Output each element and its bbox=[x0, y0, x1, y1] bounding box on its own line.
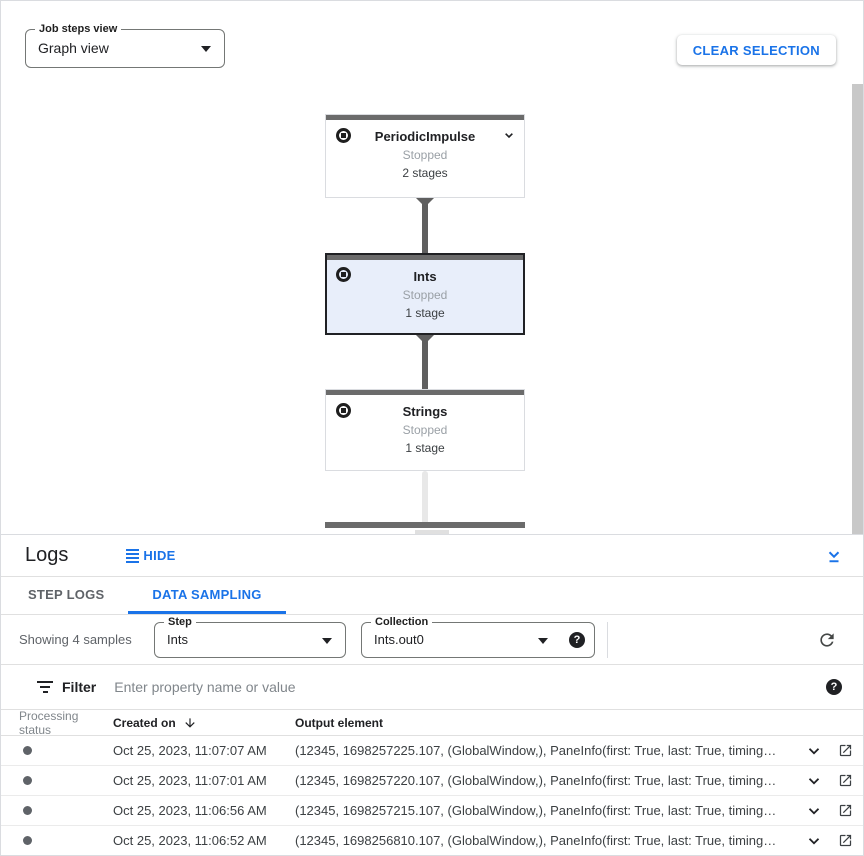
clear-selection-button[interactable]: CLEAR SELECTION bbox=[676, 35, 836, 65]
refresh-samples-icon[interactable] bbox=[817, 630, 837, 650]
created-on-cell: Oct 25, 2023, 11:06:56 AM bbox=[113, 803, 267, 818]
partial-node-fragment bbox=[415, 530, 449, 534]
edge-ints-to-strings bbox=[422, 335, 428, 389]
column-processing-status: Processing status bbox=[19, 708, 79, 737]
graph-node-periodicimpulse[interactable]: PeriodicImpulse Stopped 2 stages bbox=[325, 114, 525, 198]
sample-row[interactable]: Oct 25, 2023, 11:06:56 AM (12345, 169825… bbox=[1, 796, 863, 826]
job-graph-area: Job steps view Graph view CLEAR SELECTIO… bbox=[1, 1, 863, 534]
graph-node-strings[interactable]: Strings Stopped 1 stage bbox=[325, 389, 525, 471]
collapse-panel-icon[interactable] bbox=[825, 547, 843, 565]
output-element-cell: (12345, 1698257220.107, (GlobalWindow,),… bbox=[295, 773, 777, 788]
expand-row-icon[interactable] bbox=[805, 742, 823, 760]
sample-count-text: Showing 4 samples bbox=[19, 632, 132, 647]
dropdown-arrow-icon bbox=[538, 637, 548, 644]
edge-arrow-icon bbox=[416, 198, 434, 207]
edge-periodicimpulse-to-ints bbox=[422, 198, 428, 253]
sample-row[interactable]: Oct 25, 2023, 11:06:52 AM (12345, 169825… bbox=[1, 826, 863, 855]
stopped-status-icon bbox=[336, 403, 351, 418]
step-select[interactable]: Step Ints bbox=[154, 615, 346, 658]
created-on-cell: Oct 25, 2023, 11:07:07 AM bbox=[113, 743, 267, 758]
hide-panel-icon bbox=[126, 548, 140, 563]
collection-help-icon[interactable]: ? bbox=[569, 631, 585, 648]
node-status: Stopped bbox=[402, 288, 448, 302]
sample-row[interactable]: Oct 25, 2023, 11:07:07 AM (12345, 169825… bbox=[1, 736, 863, 766]
tab-data-sampling[interactable]: DATA SAMPLING bbox=[128, 577, 286, 614]
filter-row: Filter ? bbox=[1, 665, 863, 710]
vertical-divider bbox=[607, 621, 608, 658]
hide-logs-button[interactable]: HIDE bbox=[126, 548, 175, 563]
open-in-new-icon[interactable] bbox=[838, 743, 853, 758]
expand-row-icon[interactable] bbox=[805, 772, 823, 790]
output-element-cell: (12345, 1698257225.107, (GlobalWindow,),… bbox=[295, 743, 777, 758]
node-title: PeriodicImpulse bbox=[374, 129, 476, 144]
collection-select-label: Collection bbox=[371, 615, 433, 628]
step-select-label: Step bbox=[164, 615, 196, 628]
column-created-on[interactable]: Created on bbox=[113, 716, 295, 730]
table-header: Processing status Created on Output elem… bbox=[1, 708, 863, 737]
logs-header: Logs HIDE bbox=[1, 535, 863, 577]
node-stages: 1 stage bbox=[405, 441, 445, 455]
job-steps-view-label: Job steps view bbox=[35, 23, 122, 35]
dropdown-arrow-icon bbox=[322, 637, 332, 644]
filter-label: Filter bbox=[62, 679, 97, 695]
collection-select-value: Ints.out0 bbox=[374, 631, 424, 647]
logs-panel: Logs HIDE STEP LOGS DATA SAMPLING Showin… bbox=[1, 534, 863, 855]
expand-row-icon[interactable] bbox=[805, 832, 823, 850]
filter-input[interactable] bbox=[114, 679, 826, 695]
filter-help-icon[interactable]: ? bbox=[826, 679, 842, 695]
sort-descending-icon[interactable] bbox=[183, 716, 197, 730]
processing-status-dot bbox=[23, 746, 32, 755]
edge-strings-to-next bbox=[422, 471, 428, 522]
created-on-cell: Oct 25, 2023, 11:06:52 AM bbox=[113, 833, 267, 848]
created-on-cell: Oct 25, 2023, 11:07:01 AM bbox=[113, 773, 267, 788]
dropdown-arrow-icon bbox=[201, 46, 211, 52]
node-title: Strings bbox=[402, 404, 448, 419]
hide-label: HIDE bbox=[143, 548, 176, 563]
open-in-new-icon[interactable] bbox=[838, 803, 853, 818]
node-top-bar bbox=[327, 255, 523, 260]
logs-tabs: STEP LOGS DATA SAMPLING bbox=[1, 577, 863, 615]
node-top-bar bbox=[326, 115, 524, 120]
node-stages: 2 stages bbox=[402, 166, 448, 180]
node-status: Stopped bbox=[402, 148, 448, 162]
chevron-down-icon[interactable] bbox=[501, 127, 517, 143]
column-output-element: Output element bbox=[295, 715, 384, 730]
expand-row-icon[interactable] bbox=[805, 802, 823, 820]
stopped-status-icon bbox=[336, 267, 351, 282]
open-in-new-icon[interactable] bbox=[838, 773, 853, 788]
sampling-controls-row: Showing 4 samples Step Ints Collection I… bbox=[1, 615, 863, 665]
step-select-value: Ints bbox=[167, 631, 188, 647]
node-status: Stopped bbox=[402, 423, 448, 437]
output-element-cell: (12345, 1698256810.107, (GlobalWindow,),… bbox=[295, 833, 777, 848]
processing-status-dot bbox=[23, 806, 32, 815]
output-element-cell: (12345, 1698257215.107, (GlobalWindow,),… bbox=[295, 803, 777, 818]
node-top-bar bbox=[326, 390, 524, 395]
processing-status-dot bbox=[23, 776, 32, 785]
node-title: Ints bbox=[413, 269, 437, 284]
collection-select[interactable]: Collection Ints.out0 ? bbox=[361, 615, 595, 658]
edge-arrow-icon bbox=[416, 335, 434, 344]
job-steps-view-value: Graph view bbox=[38, 40, 109, 56]
graph-vertical-scrollbar[interactable] bbox=[852, 84, 863, 534]
processing-status-dot bbox=[23, 836, 32, 845]
logs-panel-title: Logs bbox=[25, 544, 69, 566]
sample-row[interactable]: Oct 25, 2023, 11:07:01 AM (12345, 169825… bbox=[1, 766, 863, 796]
job-steps-view-select[interactable]: Job steps view Graph view bbox=[25, 23, 225, 68]
partial-node-top-bar bbox=[325, 522, 525, 528]
stopped-status-icon bbox=[336, 128, 351, 143]
graph-node-ints[interactable]: Ints Stopped 1 stage bbox=[325, 253, 525, 335]
node-stages: 1 stage bbox=[405, 306, 445, 320]
filter-icon bbox=[37, 681, 53, 693]
open-in-new-icon[interactable] bbox=[838, 833, 853, 848]
tab-step-logs[interactable]: STEP LOGS bbox=[28, 586, 105, 602]
